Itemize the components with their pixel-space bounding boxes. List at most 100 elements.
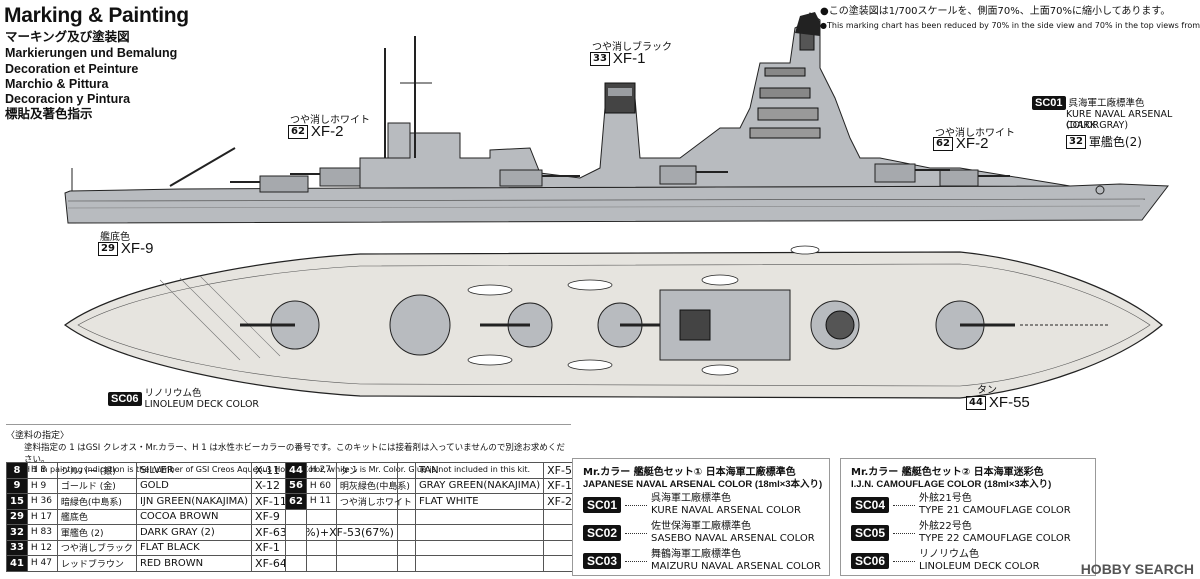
color-set-name-jp: 佐世保海軍工廠標準色 bbox=[651, 521, 752, 532]
paint-name-en bbox=[414, 508, 545, 525]
kure-alt: 32 軍艦色(2) bbox=[1066, 133, 1142, 150]
subtitle-de: Markierungen und Bemalung bbox=[5, 46, 178, 60]
color-set-tag: SC01 bbox=[583, 497, 622, 513]
subtitle-fr: Decoration et Peinture bbox=[5, 62, 139, 76]
paint-note-jp: 塗料指定の 1 はGSI クレオス・Mr.カラー、H 1 は水性ホビーカラーの番… bbox=[24, 443, 565, 465]
linoleum-en: LINOLEUM DECK COLOR bbox=[144, 399, 260, 410]
color-set-name-en: SASEBO NAVAL ARSENAL COLOR bbox=[651, 533, 815, 544]
paint-name-en: IJN GREEN(NAKAJIMA) bbox=[135, 493, 253, 510]
subtitle-it: Marchio & Pittura bbox=[5, 77, 109, 91]
linoleum-callout: SC06 リノリウム色 LINOLEUM DECK COLOR bbox=[108, 388, 259, 410]
hobby-color-number: H 9 bbox=[26, 477, 58, 494]
flat-white-left-xf: XF-2 bbox=[310, 123, 344, 140]
paint-name-jp: ゴールド (金) bbox=[56, 477, 137, 494]
paint-name-jp: レッドブラウン bbox=[56, 555, 137, 572]
linoleum-jp: リノリウム色 bbox=[144, 388, 202, 399]
subtitle-es: Decoracion y Pintura bbox=[5, 92, 131, 106]
kure-alt-text: 軍艦色(2) bbox=[1088, 135, 1142, 149]
color-set-name-en: MAIZURU NAVAL ARSENAL COLOR bbox=[651, 561, 821, 572]
color-set-name-jp: 呉海軍工廠標準色 bbox=[651, 493, 732, 504]
color-set-tag: SC03 bbox=[583, 553, 622, 569]
kure-en2: (DARK GRAY) bbox=[1066, 120, 1129, 131]
hobby-color-number: H 17 bbox=[26, 508, 58, 525]
color-set-tag: SC05 bbox=[851, 525, 890, 541]
hull-bottom-code: 29 XF-9 bbox=[98, 240, 153, 257]
color-set-name-en: LINOLEUM DECK COLOR bbox=[919, 561, 1040, 572]
leader-dots bbox=[893, 532, 916, 534]
hobby-color-number bbox=[305, 508, 337, 525]
paint-number: 9 bbox=[6, 477, 28, 494]
hobby-color-number: H 27 bbox=[305, 462, 337, 479]
flat-white-right-num: 62 bbox=[933, 136, 953, 151]
paint-number: 32 bbox=[6, 524, 28, 541]
watermark: HOBBY SEARCH bbox=[1080, 561, 1194, 577]
paint-number bbox=[285, 555, 307, 572]
paint-number: 41 bbox=[6, 555, 28, 572]
color-set-name-en: KURE NAVAL ARSENAL COLOR bbox=[651, 505, 801, 516]
paint-number: 8 bbox=[6, 462, 28, 479]
paint-number: 29 bbox=[6, 508, 28, 525]
paint-name-jp: 暗緑色(中島系) bbox=[56, 493, 137, 510]
set1-sub: JAPANESE NAVAL ARSENAL COLOR (18ml×3本入り) bbox=[583, 479, 823, 490]
flat-white-left-jp: つや消しホワイト bbox=[290, 115, 370, 126]
paint-name-jp bbox=[335, 555, 416, 572]
paint-note-heading: 〈塗料の指定〉 bbox=[6, 431, 70, 441]
flat-black-code: 33 XF-1 bbox=[590, 50, 645, 67]
color-set-name-jp: 外舷21号色 bbox=[919, 493, 972, 504]
ship-side-view bbox=[64, 12, 1169, 224]
hobby-color-number bbox=[305, 555, 337, 572]
leader-dots bbox=[625, 560, 648, 562]
color-set-name-jp: 外舷22号色 bbox=[919, 521, 972, 532]
paint-name-en: FLAT WHITE bbox=[414, 493, 545, 510]
paint-name-en bbox=[414, 539, 545, 556]
paint-name-en: DARK GRAY (2) bbox=[135, 524, 253, 541]
color-set-tag: SC06 bbox=[851, 553, 890, 569]
scale-note-jp: ●この塗装図は1/700スケールを、側面70%、上面70%に縮小してあります。 bbox=[820, 6, 1171, 17]
paint-name-en: GRAY GREEN(NAKAJIMA) bbox=[414, 477, 545, 494]
hobby-color-number: H 11 bbox=[305, 493, 337, 510]
hobby-color-number: H 47 bbox=[26, 555, 58, 572]
kure-jp: 呉海軍工廠標準色 bbox=[1068, 97, 1145, 109]
paint-name-jp: つや消しホワイト bbox=[335, 493, 416, 510]
set2-sub: I.J.N. CAMOUFLAGE COLOR (18ml×3本入り) bbox=[851, 479, 1052, 490]
set1-title: Mr.カラー 艦艇色セット① 日本海軍工廠標準色 bbox=[583, 467, 796, 478]
flat-white-right-jp: つや消しホワイト bbox=[935, 128, 1015, 139]
paint-name-jp: 艦底色 bbox=[56, 508, 137, 525]
paint-name-en: GOLD bbox=[135, 477, 253, 494]
paint-name-jp: 軍艦色 (2) bbox=[56, 524, 137, 541]
hobby-color-number: H 60 bbox=[305, 477, 337, 494]
color-set-name-jp: リノリウム色 bbox=[919, 549, 980, 560]
hobby-color-number: H 83 bbox=[26, 524, 58, 541]
flat-white-right-xf: XF-2 bbox=[955, 135, 989, 152]
color-set-name-en: TYPE 21 CAMOUFLAGE COLOR bbox=[919, 505, 1071, 516]
page-title: Marking & Painting bbox=[4, 4, 189, 27]
kure-callout: SC01 呉海軍工廠標準色 bbox=[1032, 96, 1145, 110]
scale-note-en: ●This marking chart has been reduced by … bbox=[820, 21, 1200, 30]
leader-dots bbox=[893, 504, 916, 506]
set2-panel: Mr.カラー 艦艇色セット② 日本海軍迷彩色 I.J.N. CAMOUFLAGE… bbox=[840, 458, 1096, 576]
linoleum-tag: SC06 bbox=[108, 392, 142, 406]
ship-top-view bbox=[63, 245, 1163, 399]
color-set-tag: SC04 bbox=[851, 497, 890, 513]
set1-panel: Mr.カラー 艦艇色セット① 日本海軍工廠標準色 JAPANESE NAVAL … bbox=[572, 458, 830, 576]
hobby-color-number bbox=[305, 524, 337, 541]
tan-num: 44 bbox=[966, 395, 986, 410]
paint-number bbox=[285, 508, 307, 525]
paint-name-en bbox=[414, 555, 545, 572]
kure-tag: SC01 bbox=[1032, 96, 1066, 110]
paint-name-en: SILVER bbox=[135, 462, 253, 479]
color-set-name-jp: 舞鶴海軍工廠標準色 bbox=[651, 549, 742, 560]
set2-title: Mr.カラー 艦艇色セット② 日本海軍迷彩色 bbox=[851, 467, 1044, 478]
flat-white-right-code: 62 XF-2 bbox=[933, 135, 988, 152]
paint-number: 62 bbox=[285, 493, 307, 510]
subtitle-jp: マーキング及び塗装図 bbox=[5, 30, 130, 44]
flat-white-left-code: 62 XF-2 bbox=[288, 123, 343, 140]
flat-black-jp: つや消しブラック bbox=[592, 42, 672, 53]
paint-name-jp bbox=[335, 539, 416, 556]
hobby-color-number: H 36 bbox=[26, 493, 58, 510]
paint-name-en: FLAT BLACK bbox=[135, 539, 253, 556]
